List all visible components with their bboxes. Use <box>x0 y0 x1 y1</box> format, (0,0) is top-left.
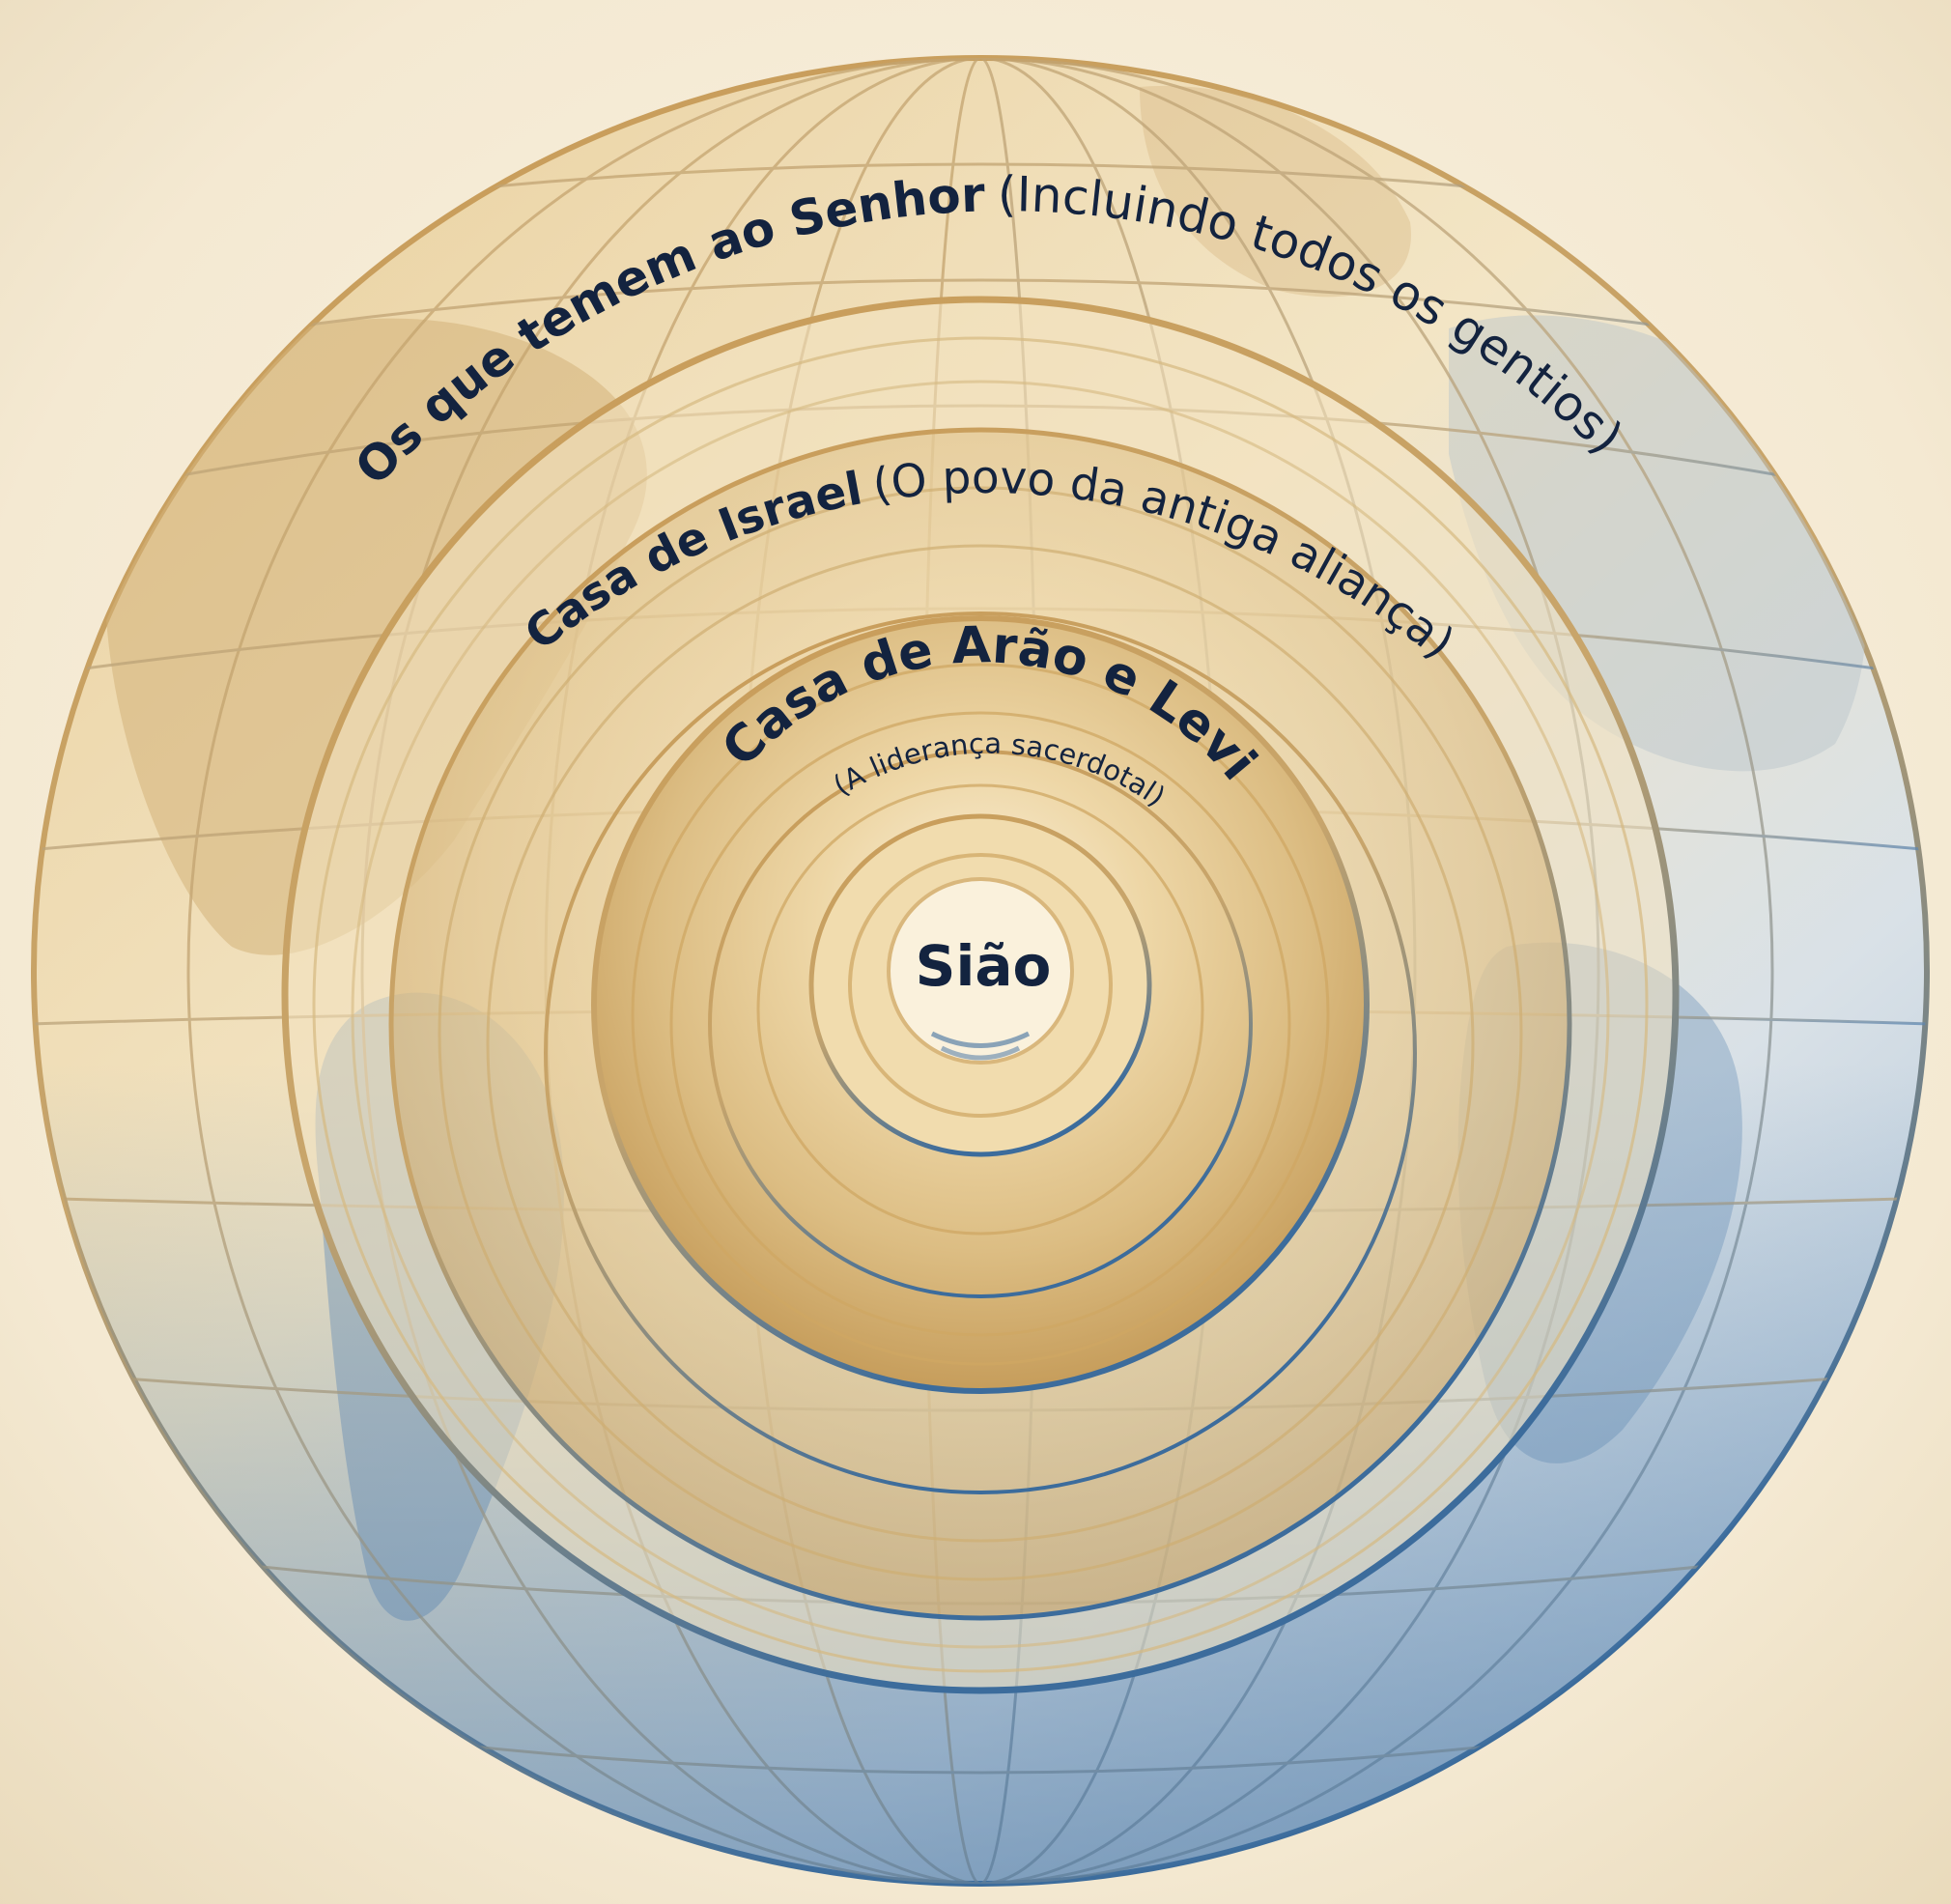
center-title: Sião <box>916 933 1052 999</box>
rings <box>281 296 1680 1694</box>
center-disc <box>887 877 1074 1065</box>
